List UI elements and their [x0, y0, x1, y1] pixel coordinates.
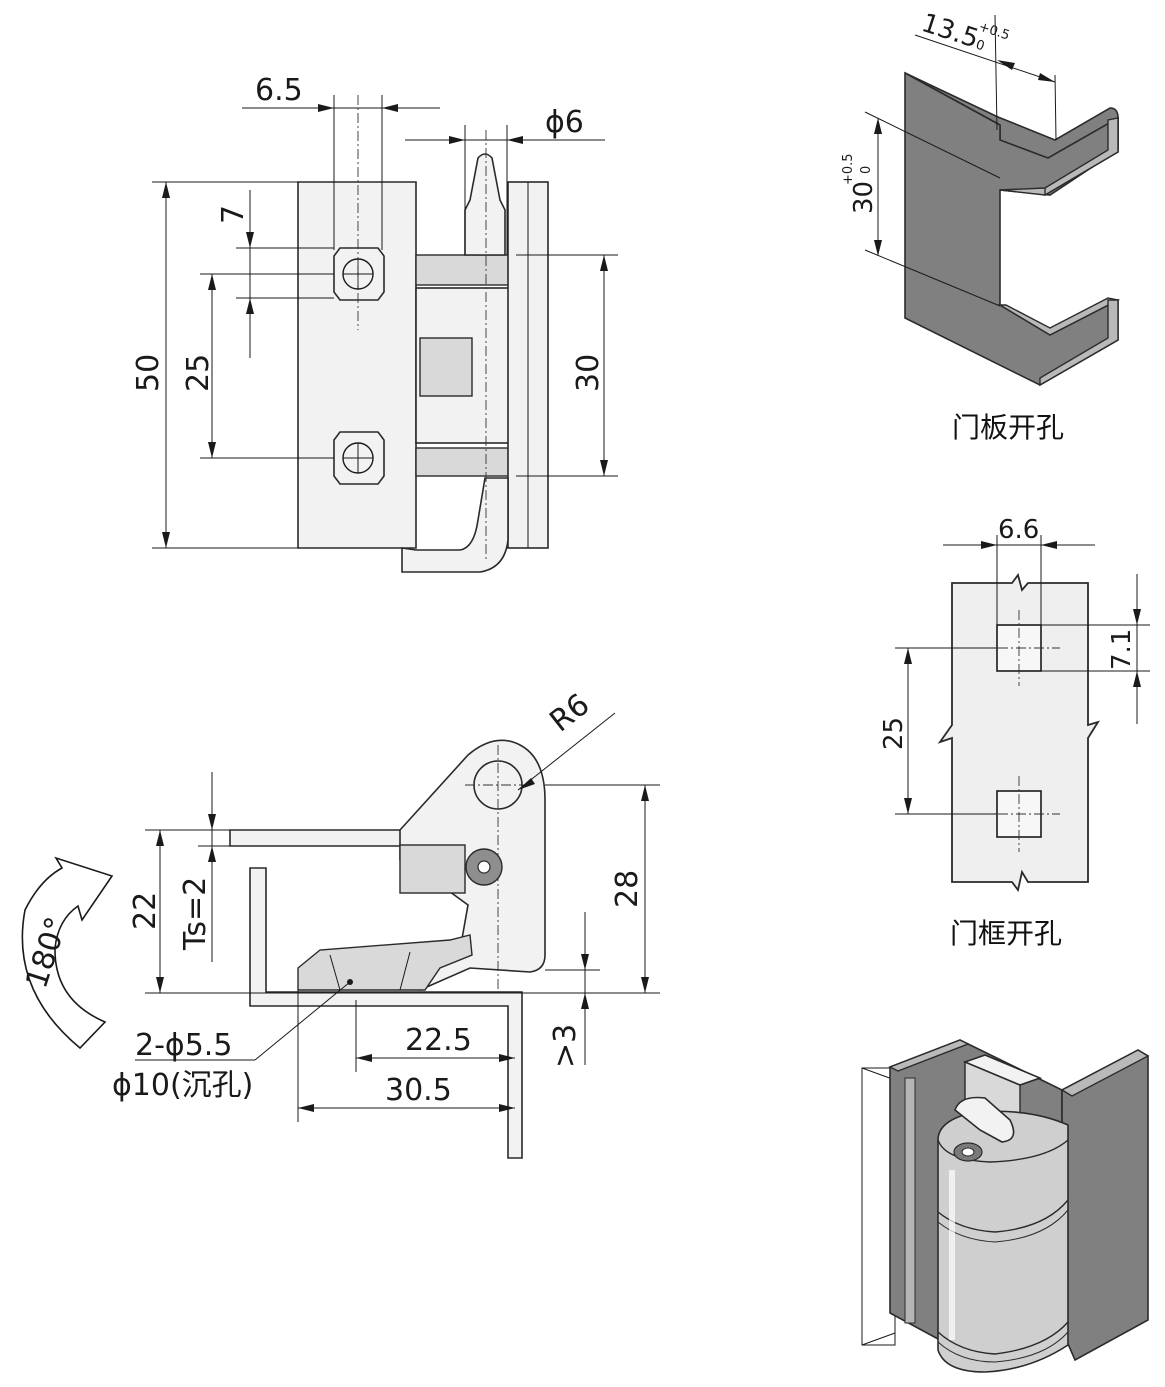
hinge-leaf-front — [297, 181, 417, 549]
frame-dim-hole-height: 7.1 — [1107, 629, 1137, 670]
door-panel-cutout-caption: 门板开孔 — [952, 411, 1064, 444]
dim-gap: >3 — [548, 1024, 583, 1068]
panel-dim-height-tol-upper: +0.5 — [841, 153, 856, 185]
bent-tab — [401, 477, 509, 573]
side-view: 22 Ts=2 28 >3 R6 22.5 30.5 — [19, 687, 660, 1159]
dim-height: 28 — [610, 870, 645, 908]
dim-pin-diameter: ϕ6 — [545, 105, 584, 140]
dim-hole-offset: 7 — [216, 205, 251, 224]
knuckle-upper-band — [415, 254, 517, 286]
knuckle-lower-band — [415, 447, 517, 477]
leaf-body — [399, 844, 466, 894]
front-view: 6.5 ϕ6 50 25 7 30 — [131, 73, 618, 573]
hinge-knuckle-3d — [937, 1110, 1069, 1373]
note-holes-line1: 2-ϕ5.5 — [135, 1028, 232, 1063]
screw-hole-top — [333, 247, 385, 301]
panel-dim-height-tol-lower: 0 — [859, 166, 874, 174]
dim-overall-height: 50 — [131, 354, 166, 392]
panel-dim-width: 13.5 — [918, 8, 982, 54]
panel-dim-height: 30 — [849, 181, 879, 214]
dim-hole-to-edge: 22.5 — [405, 1023, 472, 1058]
dim-thickness: Ts=2 — [178, 877, 213, 951]
door-frame-cutout-view: 6.6 7.1 25 门框开孔 — [879, 515, 1150, 950]
frame-dim-hole-width: 6.6 — [998, 515, 1039, 545]
dim-hole-pitch-vertical: 25 — [181, 354, 216, 392]
door-frame-plate — [937, 572, 1101, 893]
dim-hole-pitch-horizontal: 6.5 — [255, 73, 303, 108]
dim-knuckle-height: 30 — [571, 354, 606, 392]
screw-hole-bottom — [333, 431, 385, 485]
hinge-pin — [464, 153, 506, 256]
dim-width: 30.5 — [385, 1073, 452, 1108]
note-holes-line2: ϕ10(沉孔) — [112, 1068, 253, 1103]
frame-dim-hole-pitch: 25 — [879, 717, 909, 750]
hinge-isometric-view — [861, 1039, 1150, 1373]
rotation-arrow-icon — [21, 856, 114, 1050]
door-panel-cutout-view: 13.5 +0.5 0 30 +0.5 0 门板开孔 — [841, 8, 1121, 444]
countersunk-hole — [297, 934, 473, 991]
frame-section — [249, 867, 523, 1159]
dim-radius: R6 — [543, 687, 596, 739]
dim-offset: 22 — [128, 892, 163, 930]
knuckle-window — [419, 337, 473, 397]
door-frame-cutout-caption: 门框开孔 — [950, 917, 1062, 950]
